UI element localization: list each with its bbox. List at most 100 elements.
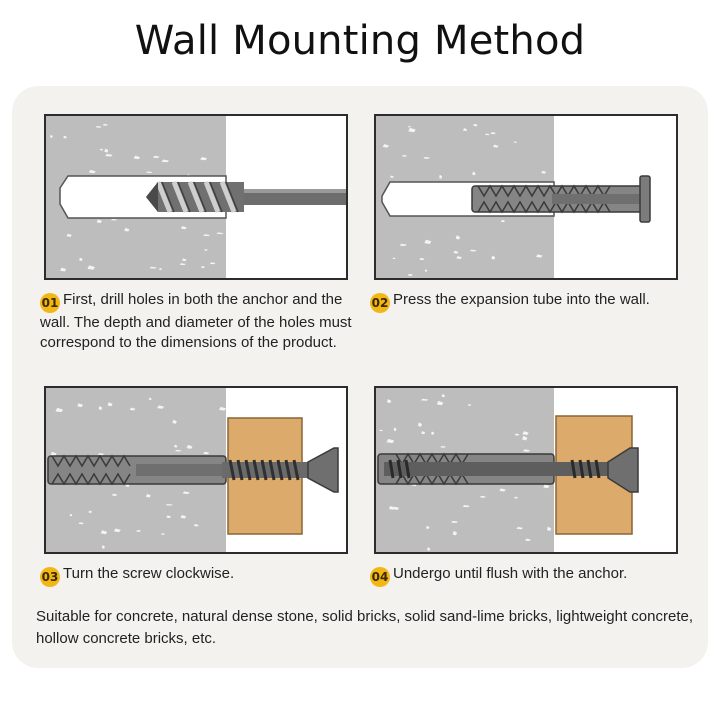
step-1-text: First, drill holes in both the anchor an…: [40, 291, 352, 351]
concrete-speckle: [100, 530, 108, 535]
concrete-speckle: [166, 515, 172, 519]
concrete-speckle: [209, 262, 216, 265]
step-2-illustration: [374, 114, 678, 280]
concrete-speckle: [145, 171, 153, 174]
concrete-speckle: [420, 398, 429, 401]
concrete-speckle: [78, 522, 84, 525]
concrete-speckle: [499, 488, 506, 492]
concrete-speckle: [417, 422, 422, 427]
step-4-text: Undergo until flush with the anchor.: [393, 565, 628, 582]
concrete-speckle: [452, 530, 458, 536]
concrete-speckle: [50, 134, 53, 138]
concrete-speckle: [386, 399, 392, 404]
concrete-speckle: [204, 248, 208, 251]
concrete-speckle: [216, 232, 224, 235]
drill-bit-icon: [146, 181, 346, 213]
concrete-speckle: [440, 445, 446, 448]
concrete-speckle: [149, 266, 157, 269]
concrete-speckle: [186, 444, 193, 449]
concrete-speckle: [218, 406, 227, 411]
concrete-speckle: [201, 265, 205, 269]
concrete-speckle: [55, 407, 64, 413]
concrete-speckle: [491, 255, 496, 260]
concrete-speckle: [379, 429, 384, 432]
concrete-speckle: [129, 407, 136, 411]
concrete-speckle: [439, 174, 443, 179]
concrete-speckle: [200, 156, 208, 161]
concrete-speckle: [425, 525, 430, 529]
concrete-speckle: [96, 219, 102, 224]
concrete-speckle: [182, 491, 190, 494]
step-number-badge: 01: [40, 293, 60, 313]
concrete-speckle: [393, 427, 397, 432]
concrete-speckle: [427, 547, 431, 551]
concrete-speckle: [441, 394, 446, 398]
concrete-speckle: [180, 226, 187, 230]
concrete-speckle: [101, 545, 105, 549]
concrete-speckle: [95, 125, 102, 128]
concrete-speckle: [136, 529, 141, 532]
concrete-speckle: [424, 269, 428, 272]
concrete-speckle: [513, 141, 518, 143]
concrete-speckle: [104, 148, 109, 153]
concrete-speckle: [88, 510, 93, 513]
concrete-speckle: [113, 528, 121, 533]
concrete-speckle: [382, 144, 389, 148]
concrete-speckle: [462, 505, 470, 508]
concrete-speckle: [522, 431, 529, 436]
concrete-speckle: [472, 171, 476, 176]
concrete-speckle: [421, 431, 426, 435]
concrete-speckle: [541, 170, 547, 174]
concrete-speckle: [399, 243, 407, 247]
concrete-speckle: [124, 227, 130, 232]
concrete-speckle: [546, 526, 552, 531]
concrete-speckle: [180, 514, 187, 519]
concrete-speckle: [79, 257, 83, 262]
concrete-speckle: [160, 533, 165, 535]
concrete-speckle: [77, 403, 83, 408]
concrete-speckles: [50, 123, 224, 272]
concrete-speckle: [463, 128, 468, 132]
concrete-speckle: [174, 444, 178, 448]
concrete-speckle: [110, 218, 118, 221]
expansion-tube-icon: [471, 175, 651, 223]
concrete-speckle: [456, 256, 462, 259]
concrete-speckle: [172, 419, 177, 424]
concrete-speckle: [145, 493, 151, 498]
step-4-illustration: [374, 386, 678, 554]
concrete-speckle: [107, 402, 113, 407]
concrete-speckle: [98, 405, 103, 411]
concrete-speckle: [157, 405, 165, 409]
concrete-speckle: [88, 169, 96, 174]
concrete-speckle: [431, 431, 435, 435]
concrete-speckle: [50, 451, 57, 457]
concrete-speckle: [522, 449, 530, 452]
concrete-speckle: [392, 257, 396, 260]
concrete-speckle: [179, 263, 186, 266]
concrete-speckle: [492, 144, 499, 148]
concrete-speckle: [203, 451, 210, 455]
screw-icon: [222, 447, 339, 493]
step-number-badge: 04: [370, 567, 390, 587]
concrete-speckle: [407, 273, 413, 276]
concrete-speckle: [469, 249, 477, 252]
concrete-speckle: [407, 125, 412, 128]
concrete-speckle: [386, 438, 395, 444]
concrete-speckle: [66, 233, 72, 237]
concrete-speckle: [479, 495, 486, 498]
page-title: Wall Mounting Method: [134, 18, 586, 64]
concrete-speckle: [148, 397, 152, 401]
step-3-illustration: [44, 386, 348, 554]
concrete-speckle: [536, 254, 543, 258]
screw-icon: [384, 447, 639, 493]
concrete-speckle: [102, 123, 108, 126]
concrete-speckle: [524, 538, 531, 542]
expansion-tube-icon: [47, 454, 227, 486]
concrete-speckle: [390, 175, 394, 178]
concrete-speckle: [455, 235, 461, 240]
concrete-speckle: [484, 133, 490, 136]
step-1-illustration: [44, 114, 348, 280]
